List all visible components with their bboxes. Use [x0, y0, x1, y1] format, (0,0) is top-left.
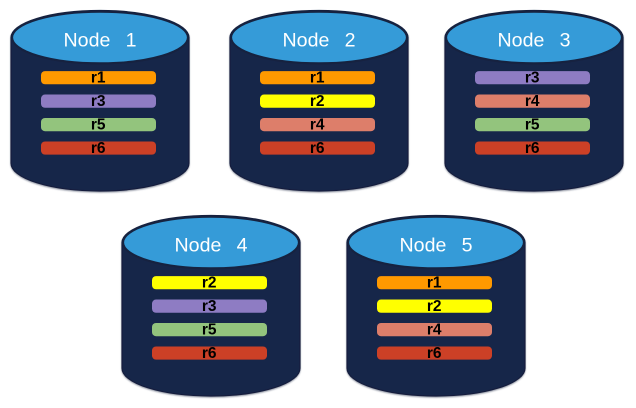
svg-text:r4: r4 — [310, 117, 325, 134]
svg-text:r5: r5 — [202, 321, 217, 338]
svg-text:r6: r6 — [90, 140, 105, 157]
svg-text:r6: r6 — [524, 140, 539, 157]
svg-text:r4: r4 — [426, 321, 441, 338]
svg-text:r5: r5 — [90, 117, 105, 134]
svg-text:r6: r6 — [310, 140, 325, 157]
svg-text:r1: r1 — [426, 274, 441, 291]
svg-text:r6: r6 — [426, 344, 441, 361]
svg-text:r2: r2 — [202, 274, 217, 291]
svg-text:r4: r4 — [524, 93, 539, 110]
svg-text:r2: r2 — [426, 297, 441, 314]
svg-text:Node 3: Node 3 — [497, 30, 570, 52]
svg-text:Node 1: Node 1 — [63, 30, 136, 52]
svg-text:r1: r1 — [310, 70, 325, 87]
svg-text:r5: r5 — [524, 117, 539, 134]
svg-text:Node 4: Node 4 — [175, 234, 248, 256]
svg-text:Node 5: Node 5 — [399, 234, 472, 256]
svg-text:r3: r3 — [90, 93, 105, 110]
svg-text:r3: r3 — [524, 70, 539, 87]
svg-text:r2: r2 — [310, 93, 325, 110]
svg-text:r1: r1 — [90, 70, 105, 87]
svg-text:Node 2: Node 2 — [283, 30, 356, 52]
svg-text:r6: r6 — [202, 344, 217, 361]
svg-text:r3: r3 — [202, 297, 217, 314]
